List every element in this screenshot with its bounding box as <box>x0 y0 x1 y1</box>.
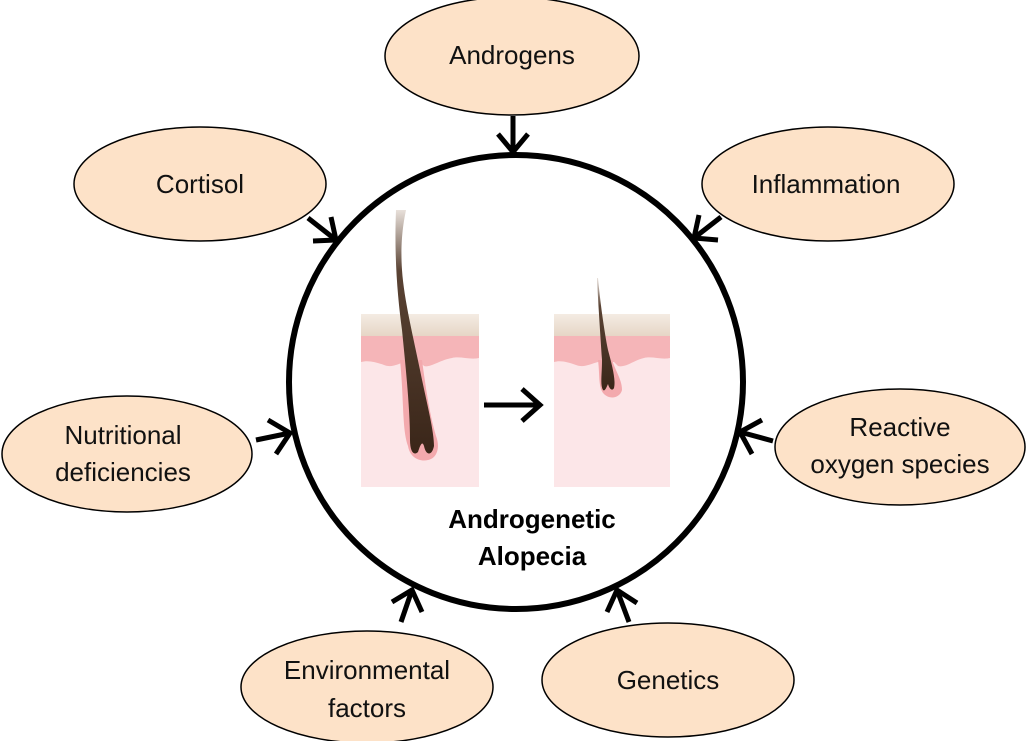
factor-node-ellipse <box>541 622 795 738</box>
factor-inflammation[interactable]: Inflammation <box>701 126 955 242</box>
center-title-line-1: Androgenetic <box>448 504 616 534</box>
center-title-line-2: Alopecia <box>478 541 587 571</box>
factor-cortisol[interactable]: Cortisol <box>73 126 327 242</box>
factor-label-line-1: Environmental <box>284 655 450 685</box>
factor-node-ellipse <box>701 126 955 242</box>
factor-label: Cortisol <box>156 169 244 199</box>
arrow-reactive-oxygen-species-to-center <box>736 417 774 456</box>
arrow-genetics-to-center <box>604 586 639 623</box>
factor-label: Androgens <box>449 40 575 70</box>
arrow-nutritional-deficiencies-to-center <box>255 417 294 456</box>
factor-environmental-factors[interactable]: Environmental factors <box>240 630 494 741</box>
factor-label: Genetics <box>617 665 720 695</box>
factor-label-line-1: Reactive <box>849 412 950 442</box>
right-arrow-icon <box>484 387 544 423</box>
factor-genetics[interactable]: Genetics <box>541 622 795 738</box>
arrow-environmental-factors-to-center <box>390 586 425 623</box>
factor-reactive-oxygen-species[interactable]: Reactive oxygen species <box>774 388 1026 506</box>
central-circle <box>286 152 746 612</box>
factor-label-line-1: Nutritional <box>64 420 181 450</box>
arrow-inflammation-to-center <box>690 214 723 243</box>
factor-node-ellipse <box>73 126 327 242</box>
factor-node-ellipse <box>1 395 253 513</box>
arrow-cortisol-to-center <box>306 216 340 244</box>
miniaturized-hair-follicle-illustration <box>554 278 670 487</box>
healthy-hair-follicle-illustration <box>361 210 479 487</box>
factor-androgens[interactable]: Androgens <box>384 0 640 116</box>
factor-node-ellipse <box>774 388 1026 506</box>
factor-label-line-2: deficiencies <box>55 457 191 487</box>
factor-node-ellipse <box>384 0 640 116</box>
factor-label: Inflammation <box>752 169 901 199</box>
factor-label-line-2: factors <box>328 693 406 723</box>
factor-node-ellipse <box>240 630 494 741</box>
arrow-androgens-to-center <box>496 116 530 156</box>
factor-nutritional-deficiencies[interactable]: Nutritional deficiencies <box>1 395 253 513</box>
factor-label-line-2: oxygen species <box>810 449 989 479</box>
